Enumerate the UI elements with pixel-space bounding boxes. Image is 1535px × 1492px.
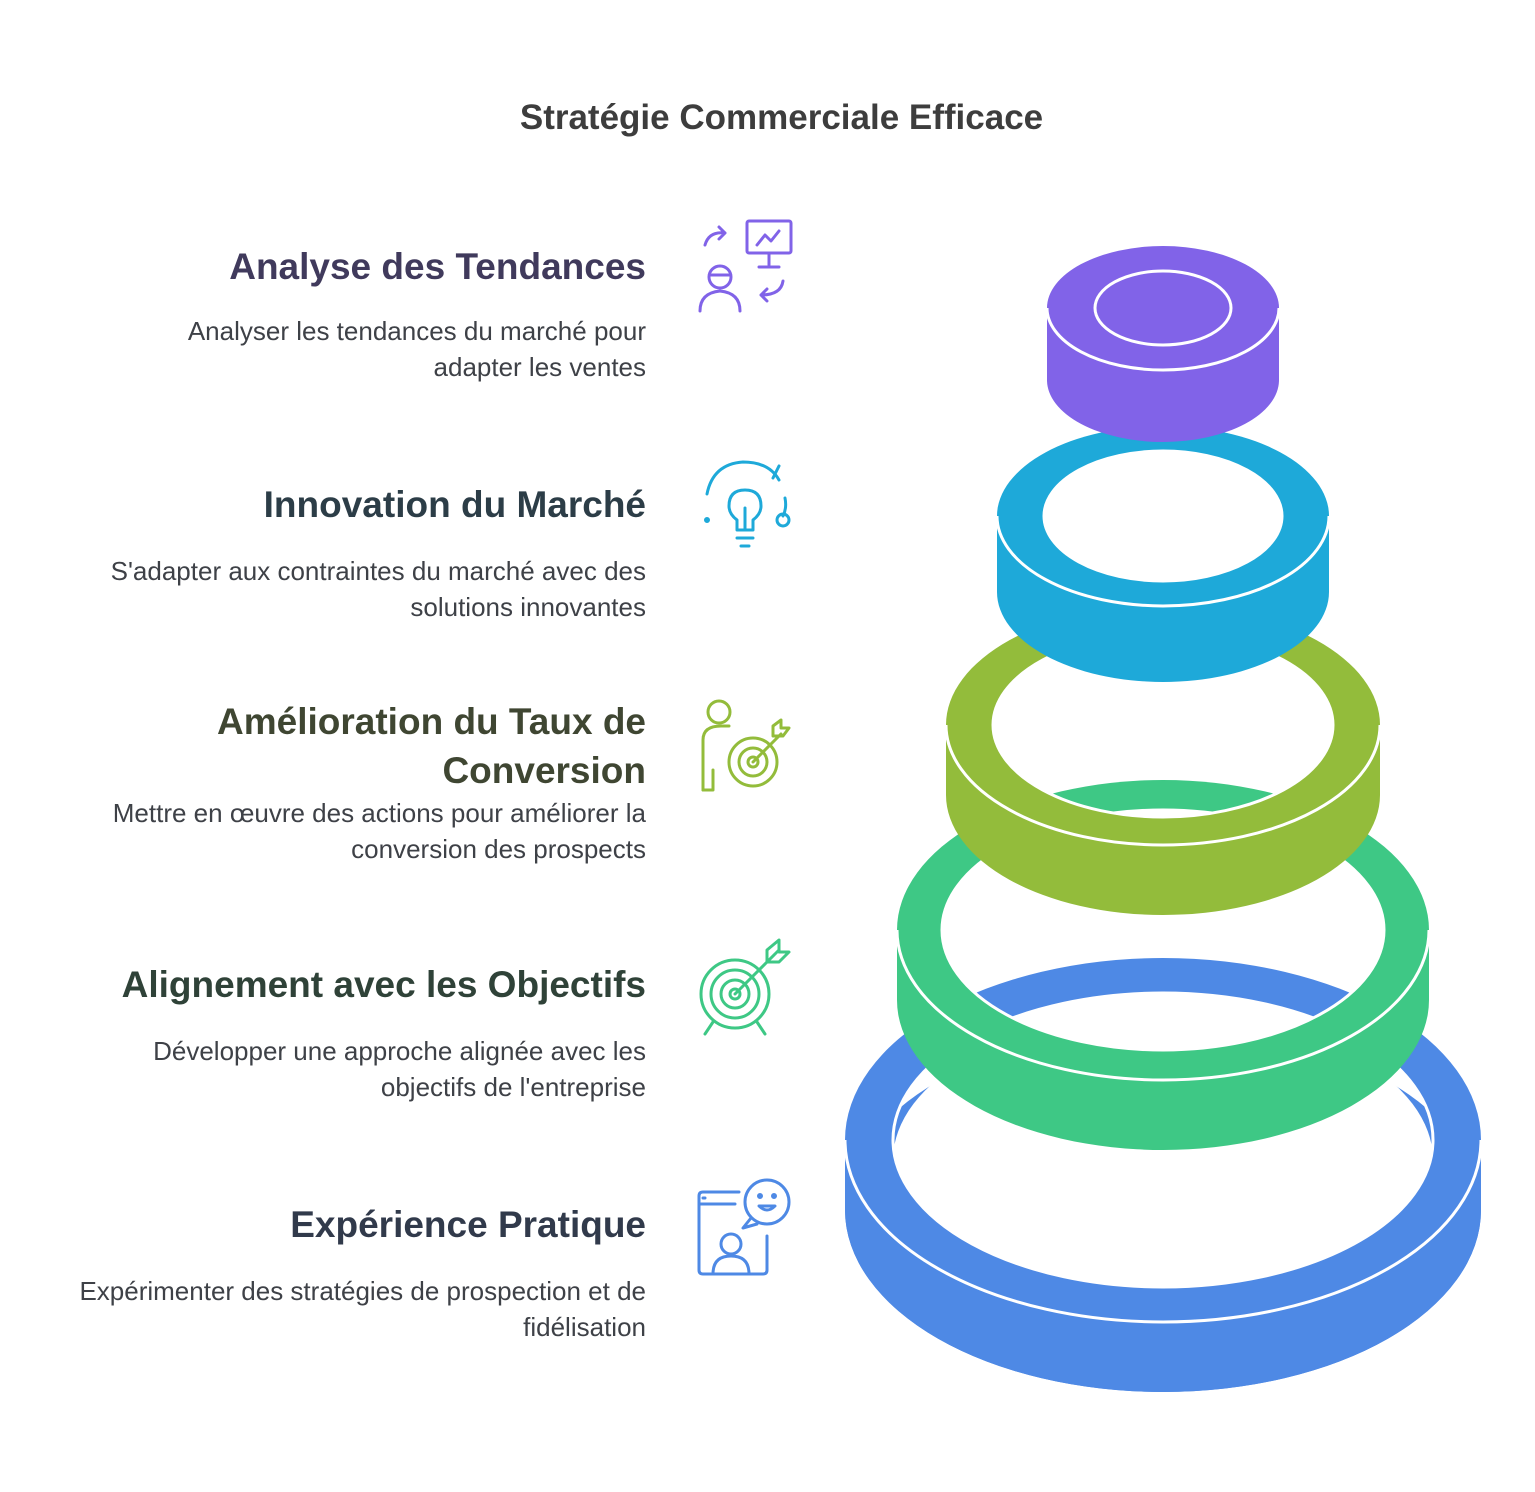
step-heading: Expérience Pratique <box>290 1204 646 1245</box>
step-description: S'adapter aux contraintes du marché avec… <box>110 556 646 622</box>
target-arrow-icon <box>699 938 791 1036</box>
step-heading: Analyse des Tendances <box>229 246 646 287</box>
step-description: Mettre en œuvre des actions pour amélior… <box>112 798 646 864</box>
ring-amelioration-conversion <box>944 605 1382 915</box>
step-analyse: Analyse des Tendances Analyser les tenda… <box>40 242 646 385</box>
lightbulb-icon <box>704 460 791 548</box>
step-heading: Alignement avec les Objectifs <box>121 964 646 1005</box>
step-innovation: Innovation du Marché S'adapter aux contr… <box>40 480 646 625</box>
step-alignement: Alignement avec les Objectifs Développer… <box>40 960 646 1105</box>
step-description: Analyser les tendances du marché pour ad… <box>187 316 646 382</box>
customer-feedback-icon <box>697 1178 791 1276</box>
ring-innovation-marche <box>995 426 1331 682</box>
step-description: Développer une approche alignée avec les… <box>153 1036 646 1102</box>
step-description: Expérimenter des stratégies de prospecti… <box>79 1276 646 1342</box>
person-target-icon <box>701 699 791 792</box>
step-heading: Amélioration du Taux de Conversion <box>217 701 646 791</box>
analytics-person-icon <box>698 219 793 313</box>
ring-analyse-tendances <box>1045 246 1281 442</box>
page-title: Stratégie Commerciale Efficace <box>519 98 1044 137</box>
step-heading: Innovation du Marché <box>263 484 646 525</box>
step-conversion: Amélioration du Taux de Conversion Mettr… <box>40 697 646 867</box>
step-experience: Expérience Pratique Expérimenter des str… <box>40 1200 646 1345</box>
